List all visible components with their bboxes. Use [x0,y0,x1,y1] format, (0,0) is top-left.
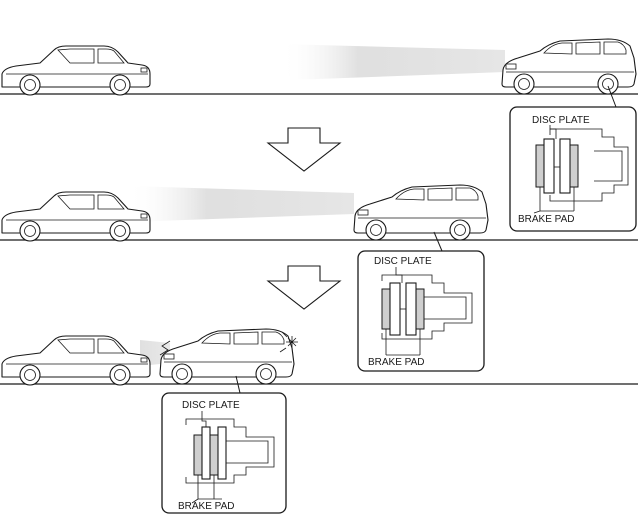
brake-pad-label: BRAKE PAD [368,357,425,368]
callout-leader [433,231,443,252]
suv-icon [159,328,295,385]
brake-caliper-icon [381,274,473,340]
sedan-icon [1,45,151,96]
suv-icon [353,184,489,241]
disc-plate-label: DISC PLATE [374,256,432,267]
brake-detail-callout: DISC PLATE BRAKE PAD [161,392,287,514]
collision-spark-icon [279,331,298,353]
down-arrow-icon [267,265,341,310]
brake-detail-callout: DISC PLATE BRAKE PAD [357,250,485,372]
disc-plate-label: DISC PLATE [182,400,240,411]
brake-pad-label: BRAKE PAD [518,214,575,225]
sedan-icon [1,191,151,242]
headlight-beam [128,186,354,222]
sedan-icon [1,335,151,386]
callout-leader [235,375,241,394]
crumple-icon [159,340,171,356]
headlight-beam [280,44,505,80]
callout-leader [607,85,617,108]
disc-plate-label: DISC PLATE [532,115,590,126]
down-arrow-icon [267,127,341,172]
brake-detail-callout: DISC PLATE BRAKE PAD [509,106,637,232]
suv-icon [501,38,637,95]
brake-pad-label: BRAKE PAD [178,501,235,512]
